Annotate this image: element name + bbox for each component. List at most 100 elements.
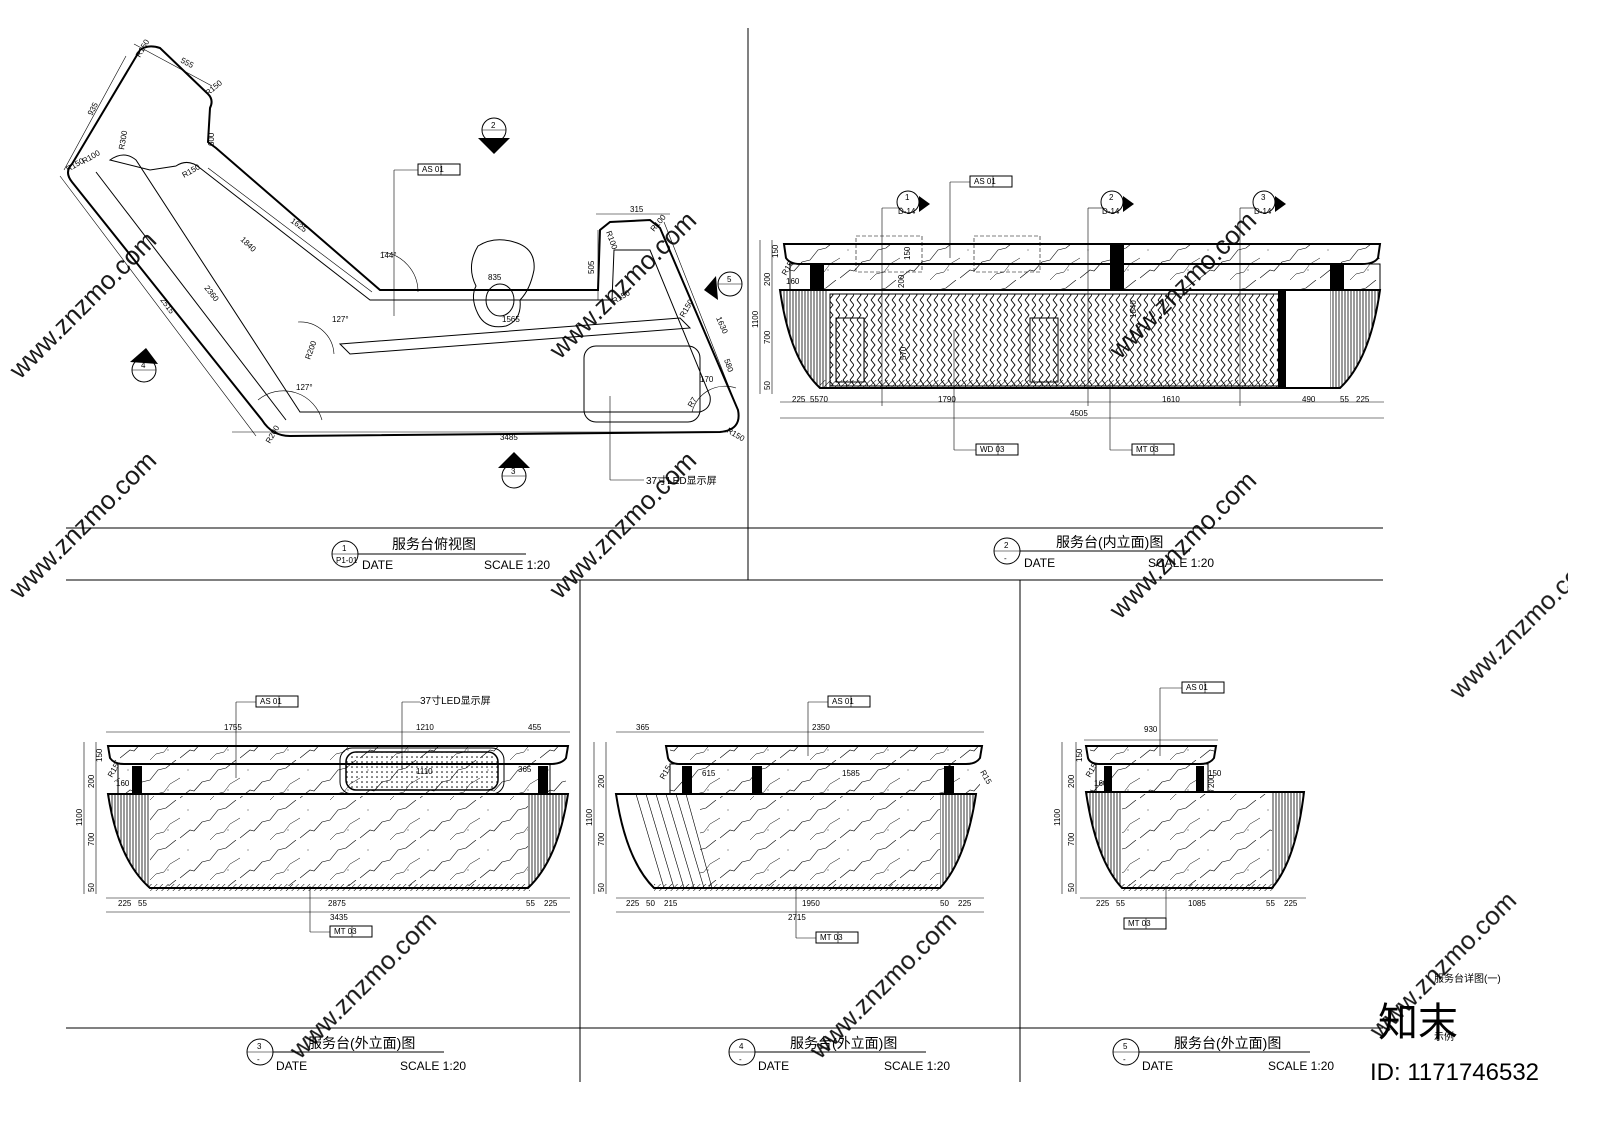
post: [682, 766, 692, 794]
detail-legend: 示例: [1434, 1030, 1454, 1043]
svg-text:D-14: D-14: [898, 207, 916, 216]
plan-angle-arc-127b: [257, 390, 323, 421]
dim-label: 55: [526, 899, 535, 908]
section-marker-5: 5: [704, 271, 743, 300]
material-tag: AS 01: [393, 163, 461, 316]
plan-chair: [471, 239, 535, 328]
dashed-outline: [973, 235, 1041, 273]
view-sheet: P1-01: [336, 556, 358, 565]
view-date: DATE: [276, 1059, 307, 1073]
dim-label: 225: [1356, 395, 1370, 404]
view-date: DATE: [758, 1059, 789, 1073]
elevation-5: AS 01 MT 03 930 150 200 200 1100 700 50 …: [1053, 681, 1306, 930]
dim-label: 455: [528, 723, 542, 732]
counter-top-marble: [670, 746, 980, 794]
dim-label: 50: [1067, 883, 1076, 892]
dim-label: 1755: [224, 723, 242, 732]
dim-label: 700: [763, 330, 772, 344]
svg-text:5: 5: [727, 275, 732, 284]
dim-label: R200: [303, 339, 318, 361]
dim-label: 3435: [330, 913, 348, 922]
view-title: 服务台(外立面)图: [1174, 1035, 1281, 1051]
post: [752, 766, 762, 794]
dim-label: 200: [1207, 774, 1216, 788]
callout-d14-1: 1 D-14: [881, 190, 930, 406]
dim-label: 365: [518, 765, 532, 774]
material-tag: AS 01: [235, 695, 299, 778]
svg-text:2: 2: [491, 121, 496, 130]
dim-label: 50: [87, 883, 96, 892]
post: [1110, 244, 1124, 290]
plan-dim-line: [133, 43, 213, 87]
plinth: [148, 884, 530, 891]
body-marble: [150, 796, 528, 886]
body-marble: [700, 796, 940, 886]
dim-label: 225: [792, 395, 806, 404]
view-scale: SCALE 1:20: [400, 1059, 466, 1073]
dim-label: 170: [700, 375, 714, 384]
plan-angle-arc-144: [381, 251, 419, 293]
plan-edge-line: [95, 171, 287, 421]
svg-text:www.znzmo.com: www.znzmo.com: [542, 205, 702, 365]
material-tag: MT 03: [1123, 886, 1167, 930]
view-scale: SCALE 1:20: [1148, 556, 1214, 570]
dim-label: 55: [1116, 899, 1125, 908]
dim-label: 4505: [1070, 409, 1088, 418]
svg-text:MT 03: MT 03: [1128, 919, 1151, 928]
post: [1330, 264, 1344, 290]
dim-label: 50: [940, 899, 949, 908]
callout-d14-2: 2 D-14: [1087, 190, 1134, 406]
body-flute-right: [1330, 290, 1380, 388]
dim-label: R100: [604, 230, 619, 252]
post: [538, 766, 548, 794]
dim-label: 1840: [239, 235, 258, 254]
title-block-1: 1 P1-01 服务台俯视图 DATE SCALE 1:20: [331, 536, 550, 572]
body-curve-lines: [635, 793, 713, 889]
svg-text:3: 3: [511, 467, 516, 476]
dim-label: 225: [118, 899, 132, 908]
svg-text:4: 4: [141, 361, 146, 370]
view-sheet: -: [1123, 1055, 1126, 1064]
dim-label: 1950: [802, 899, 820, 908]
post: [1196, 766, 1204, 792]
view-number: 1: [342, 544, 347, 553]
elevation-3: AS 01 MT 03 37寸LED显示屏 1755 1210 455 1110…: [75, 694, 570, 938]
svg-text:AS 01: AS 01: [422, 165, 444, 174]
dim-label: 2875: [328, 899, 346, 908]
wood-wave-panel: [830, 294, 1280, 386]
post: [1104, 766, 1112, 792]
plan-view: R150 555 R150 935 600 R300 R100 R150 R15…: [59, 37, 747, 489]
dim-label: R150: [134, 37, 152, 59]
dim-label: R15: [978, 769, 993, 787]
view-scale: SCALE 1:20: [884, 1059, 950, 1073]
dim-label: 2350: [812, 723, 830, 732]
view-number: 3: [257, 1042, 262, 1051]
led-note: 37寸LED显示屏: [420, 694, 491, 707]
dim-label: 225: [958, 899, 972, 908]
dim-label: 570: [899, 346, 908, 360]
dim-label: 1100: [585, 808, 594, 826]
dim-label: 1110: [416, 767, 433, 776]
dim-label: 55: [138, 899, 147, 908]
material-tag: AS 01: [807, 695, 871, 756]
plan-outer-outline: [67, 45, 740, 438]
dim-label: 930: [1144, 725, 1158, 734]
plan-angle-arc-r: [691, 385, 737, 413]
plan-dim-line: [207, 167, 373, 293]
dim-label: 200: [597, 774, 606, 788]
view-date: DATE: [362, 558, 393, 572]
view-sheet: -: [1004, 554, 1007, 563]
view-title: 服务台俯视图: [392, 536, 476, 552]
material-tag: MT 03: [309, 886, 373, 938]
counter-top-marble: [790, 244, 1380, 290]
title-block-3: 3 - 服务台(外立面)图 DATE SCALE 1:20: [246, 1035, 466, 1073]
dim-label: 150: [95, 748, 104, 762]
dashed-outline: [855, 235, 923, 273]
plinth: [820, 380, 1282, 388]
dim-label: 225: [1096, 899, 1110, 908]
svg-text:2: 2: [1109, 193, 1114, 202]
svg-text:www.znzmo.com: www.znzmo.com: [2, 445, 162, 605]
view-sheet: -: [257, 1055, 260, 1064]
material-tag: MT 03: [1109, 384, 1175, 456]
callout-d14-3: 3 D-14: [1239, 190, 1286, 406]
